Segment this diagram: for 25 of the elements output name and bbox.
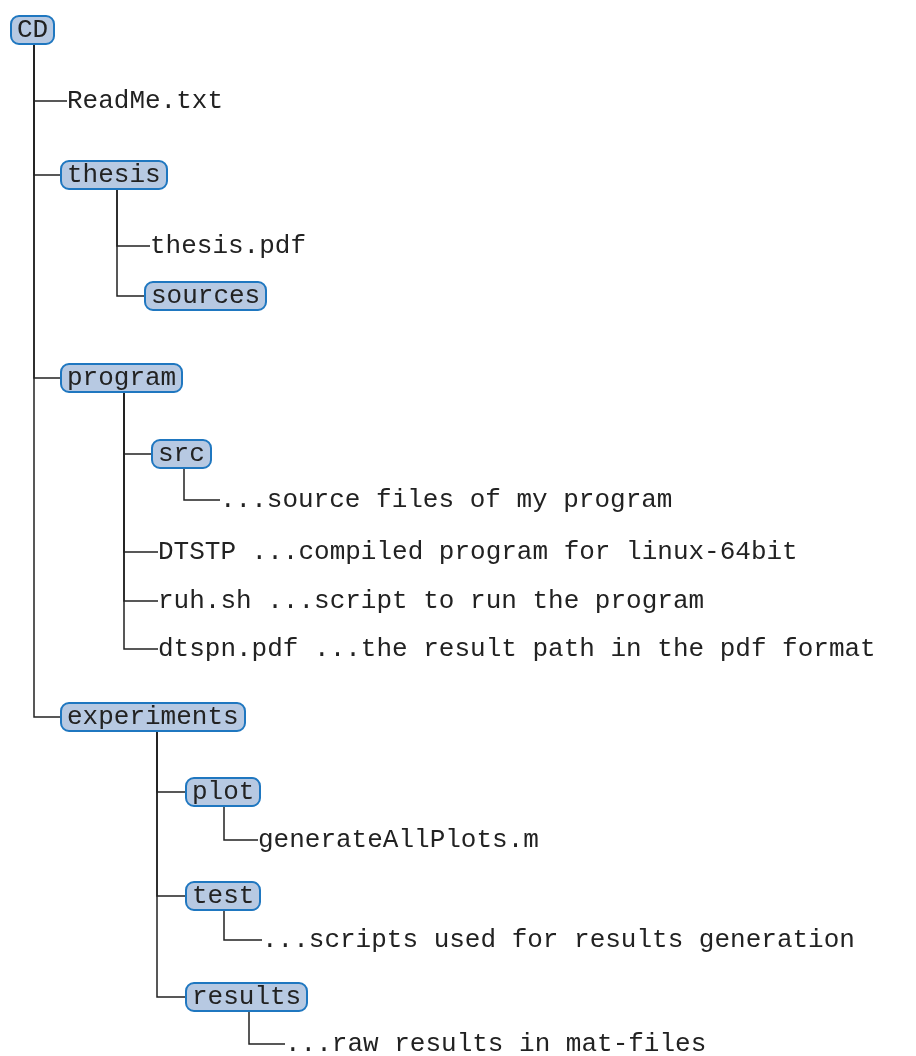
file-entry-text: ...scripts used for results generation [262,927,855,953]
tree-connector [248,1011,286,1045]
folder-label: experiments [60,702,246,732]
tree-connector [223,806,259,841]
tree-connector [223,910,263,941]
file-entry-text: ReadMe.txt [67,88,224,114]
file-entry-text: dtspn.pdf ...the result path in the pdf format [158,636,876,662]
file-entry-text: ruh.sh ...script to run the program [158,588,705,614]
folder-label: thesis [60,160,168,190]
folder-label: program [60,363,184,393]
file-entry-text: thesis.pdf [150,233,307,259]
folder-label: CD [10,15,56,45]
file-entry-text: ...source files of my program [220,487,673,513]
tree-connector [183,468,221,501]
tree-connector [116,189,145,297]
folder-label: results [185,982,309,1012]
tree-connector [156,731,186,998]
folder-label: plot [185,777,262,807]
tree-connector [123,392,159,650]
file-entry-text: generateAllPlots.m [258,827,539,853]
file-entry-text: DTSTP ...compiled program for linux-64bit [158,539,798,565]
folder-label: sources [144,281,268,311]
folder-label: test [185,881,262,911]
folder-label: src [151,439,212,469]
file-entry-text: ...raw results in mat-files [285,1031,707,1056]
